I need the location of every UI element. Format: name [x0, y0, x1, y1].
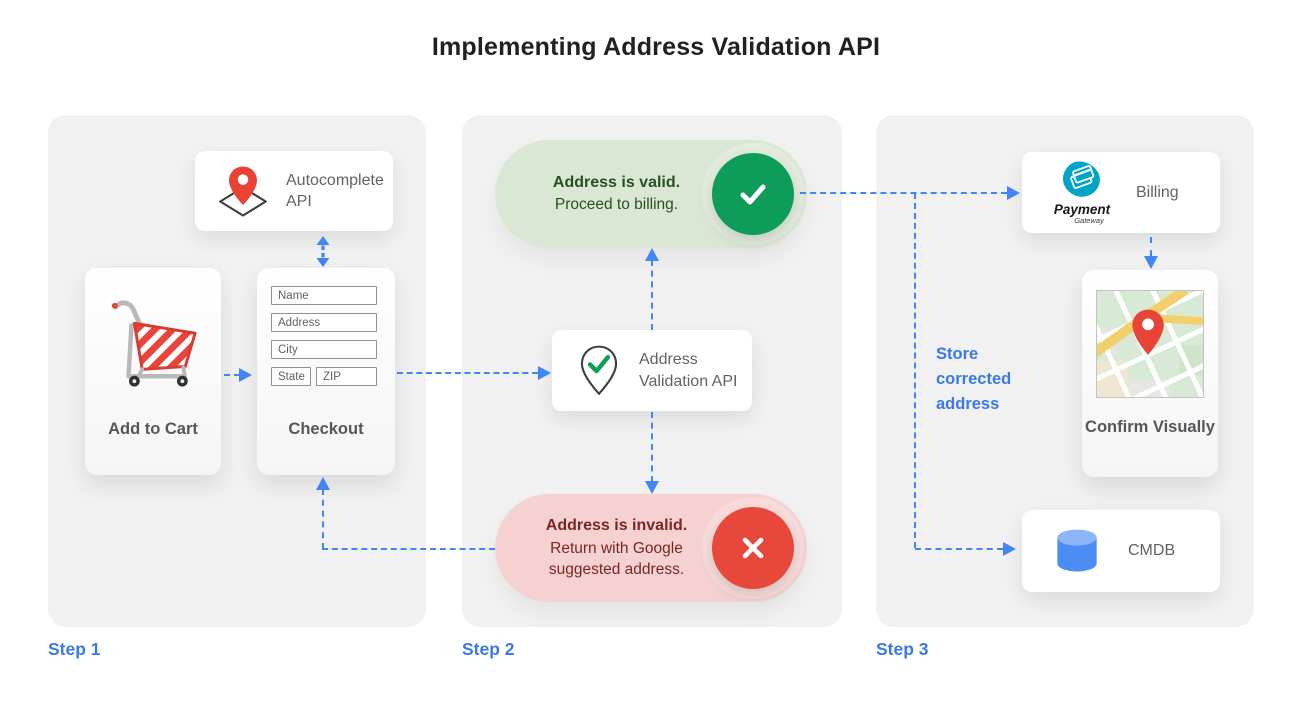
arrowhead-validation-to-invalid	[645, 481, 659, 494]
checkout-card: Name Address City State ZIP Checkout	[257, 268, 395, 475]
confirm-visually-card: Confirm Visually	[1082, 270, 1218, 477]
step3-label: Step 3	[876, 639, 929, 659]
state-field: State	[271, 367, 311, 386]
connector-checkout-to-validation	[397, 372, 538, 374]
page-title: Implementing Address Validation API	[431, 33, 881, 61]
arrowhead-store-to-cmdb	[1003, 542, 1016, 556]
autocomplete-api-card: Autocomplete API	[195, 151, 393, 231]
payment-gateway-logo: Payment Gateway	[1046, 160, 1118, 225]
arrowhead-validation-to-valid	[645, 248, 659, 261]
invalid-title: Address is invalid.	[545, 517, 688, 535]
address-valid-pill: Address is valid. Proceed to billing.	[495, 140, 807, 248]
city-field: City	[271, 340, 377, 359]
checkout-label: Checkout	[288, 420, 364, 438]
payment-logo-subtitle: Gateway	[1074, 216, 1104, 225]
address-invalid-pill: Address is invalid. Return with Google s…	[495, 494, 807, 602]
address-field: Address	[271, 313, 377, 332]
connector-invalid-return-vertical	[322, 489, 324, 549]
confirm-visually-label: Confirm Visually	[1085, 418, 1215, 436]
connector-validation-to-invalid	[651, 412, 653, 482]
name-field: Name	[271, 286, 377, 305]
connector-store-address-vertical	[914, 193, 916, 548]
connector-invalid-return-horizontal	[322, 548, 495, 550]
arrowhead-valid-to-billing	[1007, 186, 1020, 200]
validation-api-label: Address Validation API	[639, 351, 738, 390]
shopping-cart-icon	[105, 294, 199, 393]
address-validation-api-card: Address Validation API	[552, 330, 752, 411]
autocomplete-pin-icon	[215, 164, 271, 218]
add-to-cart-card: Add to Cart	[85, 268, 221, 475]
invalid-subtitle: Return with Google suggested address.	[548, 539, 685, 579]
store-corrected-address-note: Store corrected address	[936, 345, 1012, 413]
arrowhead-cart-to-checkout	[239, 368, 252, 382]
billing-label: Billing	[1136, 183, 1179, 201]
cmdb-card: CMDB	[1022, 510, 1220, 592]
step1-label: Step 1	[48, 639, 101, 659]
valid-title: Address is valid.	[552, 173, 681, 191]
invalid-message: Address is invalid. Return with Google s…	[495, 515, 712, 581]
valid-message: Address is valid. Proceed to billing.	[495, 172, 712, 216]
bidirectional-arrow	[316, 236, 330, 272]
valid-subtitle: Proceed to billing.	[554, 196, 679, 214]
arrowhead-invalid-to-checkout	[316, 477, 330, 490]
autocomplete-api-label: Autocomplete API	[286, 171, 384, 210]
connector-billing-to-confirm	[1150, 237, 1152, 256]
connector-valid-to-billing	[800, 192, 1007, 194]
step2-label: Step 2	[462, 639, 515, 659]
check-circle-icon	[712, 153, 794, 235]
database-icon	[1050, 526, 1104, 576]
x-circle-icon	[712, 507, 794, 589]
connector-store-to-cmdb	[915, 548, 1003, 550]
arrowhead-billing-to-confirm	[1144, 256, 1158, 269]
billing-card: Payment Gateway Billing	[1022, 152, 1220, 233]
connector-validation-to-valid	[651, 260, 653, 330]
payment-logo-title: Payment	[1053, 202, 1111, 217]
zip-field: ZIP	[316, 367, 377, 386]
map-thumbnail	[1096, 290, 1204, 398]
arrowhead-checkout-to-validation	[538, 366, 551, 380]
validation-pin-icon	[576, 345, 622, 397]
cmdb-label: CMDB	[1128, 542, 1176, 560]
connector-cart-to-checkout	[224, 374, 240, 376]
add-to-cart-label: Add to Cart	[108, 420, 198, 438]
